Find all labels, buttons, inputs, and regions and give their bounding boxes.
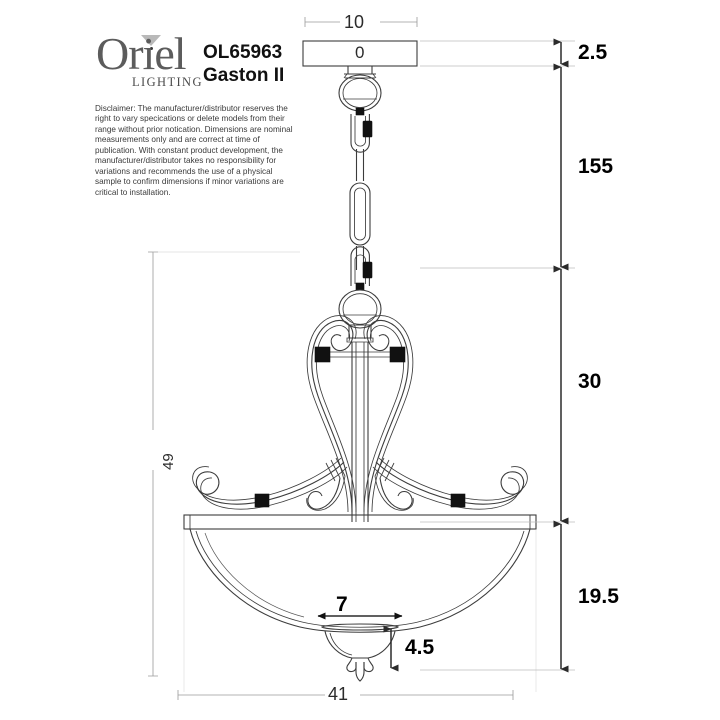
dimension-overall-height [148, 251, 300, 677]
central-column [346, 324, 374, 522]
canopy-label: 0 [355, 43, 365, 62]
dimension-canopy-width [304, 17, 418, 27]
product-name: Gaston II [203, 65, 285, 86]
product-title: OL65963 Gaston II [203, 41, 353, 87]
product-code: OL65963 [203, 42, 283, 63]
dimension-label-frame-height: 30 [578, 370, 602, 393]
dimension-label-bowl-height: 19.5 [578, 585, 619, 608]
brand-tagline: LIGHTING [132, 75, 203, 89]
dimension-overall-width [177, 529, 537, 700]
brand-logo: Oriel LIGHTING [96, 28, 204, 91]
dimension-label-canopy-height: 2.5 [578, 41, 608, 64]
dimension-label-canopy-width: 10 [344, 12, 365, 32]
bulb-dot-icon [149, 47, 153, 50]
lower-scroll-arms-outer [192, 457, 528, 510]
ceiling-canopy [302, 40, 418, 79]
lampshade-icon [141, 35, 161, 46]
lower-scroll-arms-inner [306, 475, 414, 511]
disclaimer-text: Disclaimer: The manufacturer/distributor… [95, 104, 293, 197]
brand-name: Oriel [96, 28, 187, 79]
dimension-label-finial-width: 7 [336, 593, 348, 616]
dimension-label-overall-height: 49 [160, 453, 177, 470]
glass-bowl-shade [189, 528, 531, 633]
dimension-label-finial-height: 4.5 [405, 636, 435, 659]
upper-scroll-arms [306, 315, 414, 513]
dimension-label-chain-drop: 155 [578, 155, 614, 178]
dimension-extension-lines [420, 40, 575, 671]
lower-hanger-ring [338, 289, 382, 329]
suspension-chain [349, 107, 373, 291]
dimension-label-overall-width: 41 [328, 684, 349, 704]
